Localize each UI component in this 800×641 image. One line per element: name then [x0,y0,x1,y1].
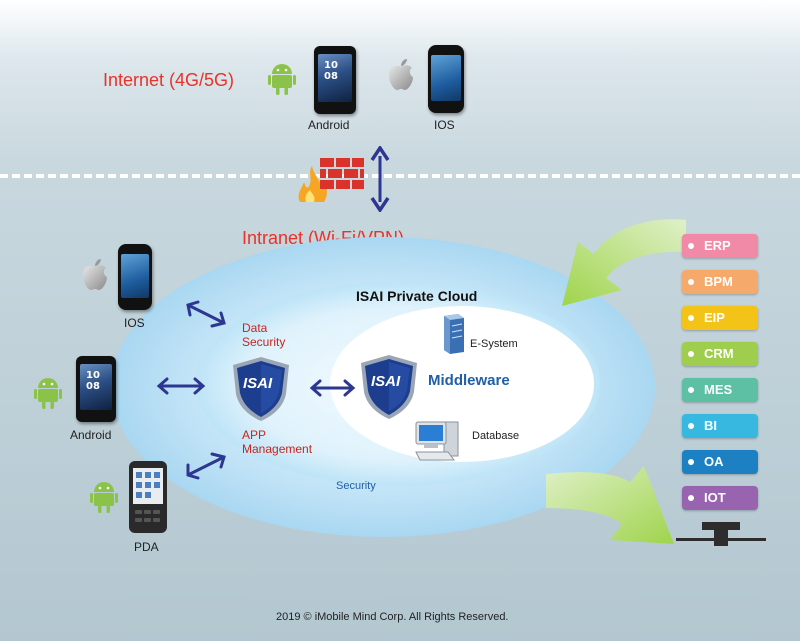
server-icon [444,314,464,354]
system-item-label: CRM [704,346,734,361]
system-item-bi: BI [682,414,758,438]
bullet-dot-icon [688,423,694,429]
internet-label: Internet (4G/5G) [103,70,235,90]
green-flow-arrow-out [546,466,674,544]
apple-icon [389,59,413,90]
bullet-dot-icon [688,459,694,465]
database-computer-icon [415,421,459,461]
cloud-title: ISAI Private Cloud [356,288,478,304]
system-item-oa: OA [682,450,758,474]
android-icon [90,482,118,513]
bullet-dot-icon [688,279,694,285]
system-item-label: EIP [704,310,725,325]
system-item-eip: EIP [682,306,758,330]
bullet-dot-icon [688,495,694,501]
bullet-dot-icon [688,315,694,321]
data-security-label: Data Security [242,321,286,349]
database-label: Database [472,430,520,442]
system-item-label: BPM [704,274,733,289]
android-icon [34,378,62,409]
system-item-label: IOT [704,490,726,505]
copyright-footer: 2019 © iMobile Mind Corp. All Rights Res… [276,611,509,623]
android-phone-image: 10 08 [76,356,116,422]
system-item-label: MES [704,382,733,397]
android-icon [268,64,296,95]
left-shield-text: ISAI [243,375,273,392]
pda-label: PDA [134,540,159,554]
isai-shield-icon [233,357,289,421]
system-item-label: BI [704,418,717,433]
system-item-crm: CRM [682,342,758,366]
network-boundary-line [0,174,800,178]
isai-shield-icon [361,355,417,419]
android-phone-image: 10 08 [314,46,356,114]
system-item-mes: MES [682,378,758,402]
vertical-double-arrow [370,146,390,212]
middleware-label: Middleware [428,372,510,389]
system-item-label: ERP [704,238,731,253]
pda-device-image [129,461,167,533]
green-flow-arrow-in [562,219,686,306]
app-management-label: APP Management [242,428,313,456]
firewall-icon [298,158,364,202]
network-connector-icon [676,522,766,546]
top-ios-label: IOS [434,118,455,132]
left-android-label: Android [70,428,112,442]
bullet-dot-icon [688,243,694,249]
security-label: Security [336,480,376,492]
system-item-iot: IOT [682,486,758,510]
apple-icon [83,259,107,290]
system-item-bpm: BPM [682,270,758,294]
iphone-image [118,244,152,310]
bullet-dot-icon [688,351,694,357]
top-android-label: Android [308,118,350,132]
iphone-image [428,45,464,113]
left-ios-label: IOS [124,316,145,330]
system-item-label: OA [704,454,724,469]
right-shield-text: ISAI [371,373,401,390]
system-item-erp: ERP [682,234,758,258]
e-system-label: E-System [470,338,518,350]
bullet-dot-icon [688,387,694,393]
